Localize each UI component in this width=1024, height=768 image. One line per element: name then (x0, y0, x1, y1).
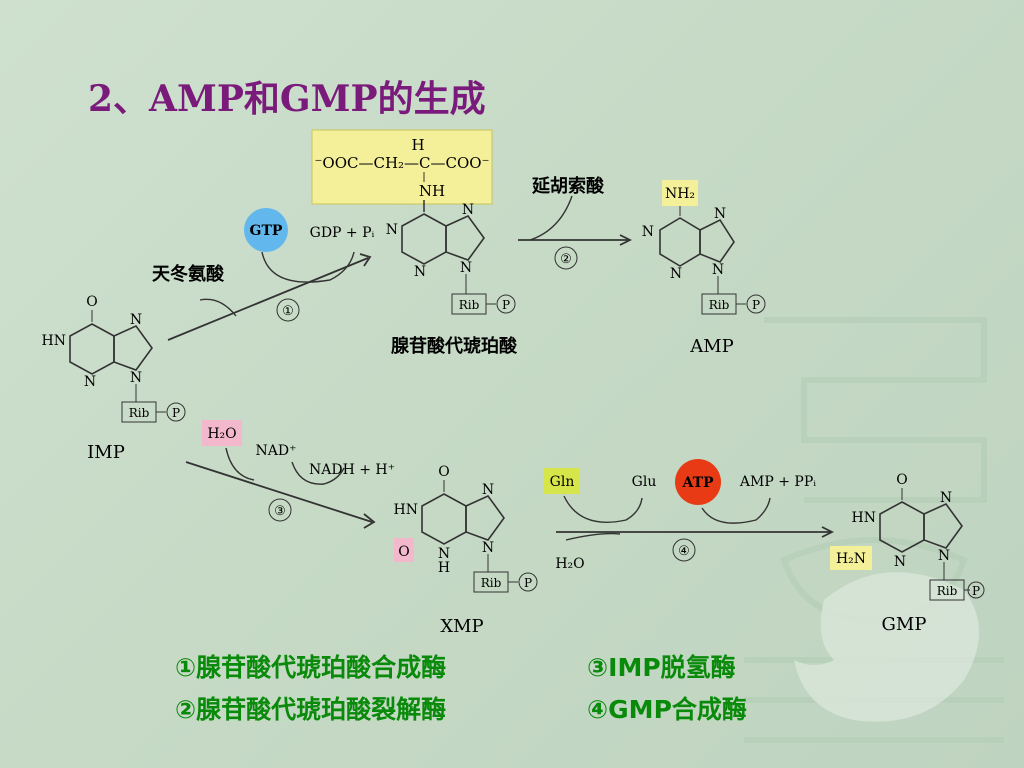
legend-enzyme-2: ②腺苷酸代琥珀酸裂解酶 (175, 695, 447, 724)
atp-badge (675, 459, 721, 505)
xmp-label: XMP (440, 616, 483, 637)
legend-enzyme-1: ①腺苷酸代琥珀酸合成酶 (175, 653, 447, 682)
svg-text:P: P (972, 584, 980, 598)
gmp-h2n-label: H₂N (836, 551, 866, 567)
imp-label: IMP (87, 442, 125, 463)
xmp-o-highlight (394, 538, 414, 562)
step-3-marker (268, 498, 292, 522)
amp-ppi-label: AMP + PPᵢ (739, 474, 816, 490)
xmp-o-label: O (398, 544, 409, 560)
legend-row-2: ②腺苷酸代琥珀酸裂解酶 ④GMP合成酶 (175, 690, 855, 726)
svg-text:N: N (938, 548, 950, 564)
step-2-marker (554, 246, 578, 270)
succinyl-h: H (411, 136, 424, 154)
gtp-label: GTP (250, 223, 283, 239)
imp-molecule: O HN N N N Rib P (42, 294, 186, 423)
svg-text:N: N (386, 222, 398, 238)
adenylosuccinate-label: 腺苷酸代琥珀酸 (391, 335, 518, 357)
svg-text:N: N (84, 374, 96, 390)
svg-text:N: N (414, 264, 426, 280)
svg-text:N: N (712, 262, 724, 278)
svg-text:O: O (438, 464, 449, 480)
svg-text:P: P (502, 298, 510, 312)
svg-text:N: N (894, 554, 906, 570)
atp-label: ATP (681, 475, 714, 491)
nadh-label: NADH + H⁺ (309, 462, 395, 478)
succinyl-group: ⁻OOC—CH₂—C—COO⁻ (314, 154, 489, 172)
svg-text:NH₂: NH₂ (665, 186, 695, 202)
svg-text:N: N (642, 224, 654, 240)
svg-text:P: P (524, 576, 532, 590)
svg-text:N: N (482, 540, 494, 556)
amp-molecule: NH₂ N N N N Rib P (642, 180, 766, 315)
dragon-motif (794, 572, 979, 722)
gmp-molecule: O HN H₂N N N N Rib P (830, 472, 985, 601)
svg-text:H: H (438, 560, 450, 576)
step-1-marker (276, 298, 300, 322)
gln-highlight (544, 468, 580, 494)
succinyl-highlight (311, 129, 493, 205)
svg-text:N: N (940, 490, 952, 506)
nad-label: NAD⁺ (256, 443, 297, 459)
bottom-branch: H₂O NAD⁺ NADH + H⁺ ③ O HN O N H N N Rib … (185, 420, 985, 637)
legend-enzyme-3: ③IMP脱氢酶 (587, 653, 736, 682)
svg-text:Rib: Rib (129, 406, 150, 420)
svg-text:Rib: Rib (937, 584, 958, 598)
svg-text:N: N (130, 370, 142, 386)
svg-text:O: O (86, 294, 97, 310)
svg-text:Rib: Rib (481, 576, 502, 590)
step-4-label: ④ (678, 544, 690, 559)
svg-text:P: P (752, 298, 760, 312)
step-2-label: ② (560, 252, 572, 267)
svg-text:N: N (462, 202, 474, 218)
svg-text:HN: HN (42, 333, 66, 349)
h2o-highlight (202, 420, 242, 446)
succinyl-nh: NH (419, 182, 445, 200)
step-4-marker (672, 538, 696, 562)
svg-text:P: P (172, 406, 180, 420)
svg-text:N: N (130, 312, 142, 328)
gmp-h2n-highlight (830, 546, 872, 570)
amp-nh2-highlight (662, 180, 698, 206)
svg-text:N: N (482, 482, 494, 498)
h2o-top-label: H₂O (207, 426, 236, 442)
svg-text:HN: HN (852, 510, 876, 526)
svg-text:N: N (438, 546, 450, 562)
step-1-label: ① (282, 304, 294, 319)
legend-row-1: ①腺苷酸代琥珀酸合成酶 ③IMP脱氢酶 (175, 648, 855, 684)
aspartate-label: 天冬氨酸 (152, 263, 225, 285)
svg-text:N: N (670, 266, 682, 282)
svg-text:Rib: Rib (459, 298, 480, 312)
svg-text:Rib: Rib (709, 298, 730, 312)
gmp-label: GMP (882, 614, 927, 635)
slide-title: 2、AMP和GMP的生成 (88, 78, 486, 120)
svg-text:N: N (460, 260, 472, 276)
fumarate-label: 延胡索酸 (531, 175, 605, 197)
xmp-molecule: O HN O N H N N Rib P (394, 464, 538, 593)
svg-text:N: N (714, 206, 726, 222)
svg-text:HN: HN (394, 502, 418, 518)
adenylosuccinate-molecule: N N N N Rib P (386, 200, 516, 315)
gtp-badge (244, 208, 288, 252)
h2o-bottom-label: H₂O (555, 556, 584, 572)
amp-label: AMP (689, 336, 734, 357)
legend-enzyme-4: ④GMP合成酶 (587, 695, 747, 724)
svg-text:O: O (896, 472, 907, 488)
glu-label: Glu (632, 474, 657, 490)
top-branch: H ⁻OOC—CH₂—C—COO⁻ NH N N N N Rib P 腺苷酸代琥… (152, 129, 766, 357)
step-3-label: ③ (274, 504, 286, 519)
gdp-pi-label: GDP + Pᵢ (310, 225, 375, 241)
gln-label: Gln (550, 474, 575, 490)
